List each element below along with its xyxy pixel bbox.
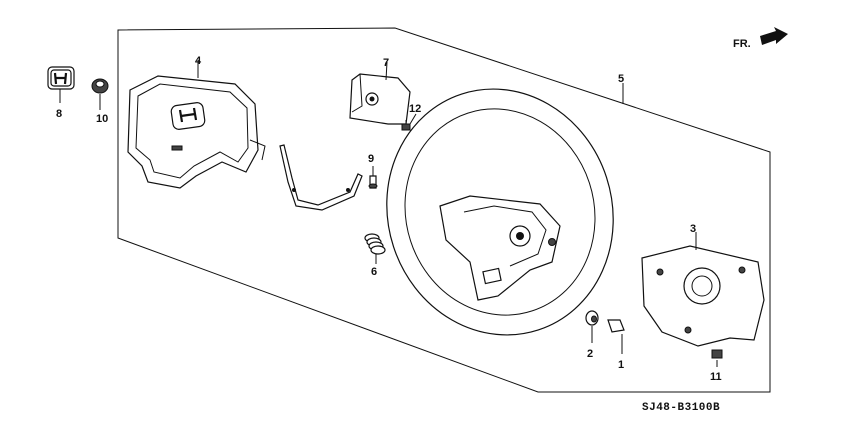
part-nut <box>91 78 109 94</box>
callout-9: 9 <box>368 153 374 165</box>
part-screw-1 <box>607 319 625 333</box>
callout-3: 3 <box>690 223 696 235</box>
part-steering-wheel <box>386 88 614 336</box>
part-module <box>349 73 411 125</box>
part-screw-12 <box>401 120 411 131</box>
assembly-boundary <box>117 27 771 393</box>
part-horn-pad <box>127 75 266 189</box>
callout-12: 12 <box>409 103 421 115</box>
callout-8: 8 <box>56 108 62 120</box>
part-cap <box>585 310 599 326</box>
callout-7: 7 <box>383 57 389 69</box>
part-emblem <box>47 66 75 90</box>
part-spring <box>364 233 386 255</box>
diagram-code: SJ48-B3100B <box>642 402 720 414</box>
front-direction-arrow: FR. <box>733 27 788 50</box>
part-bracket <box>279 144 363 211</box>
part-bolt-9 <box>368 175 378 189</box>
callout-10: 10 <box>96 113 108 125</box>
callout-4: 4 <box>195 55 202 67</box>
part-screw-11 <box>711 349 723 359</box>
callout-1: 1 <box>618 359 624 371</box>
arrow-icon <box>760 27 788 45</box>
front-direction-label: FR. <box>733 38 751 50</box>
part-rear-cover <box>641 245 765 347</box>
callout-5: 5 <box>618 73 624 85</box>
callout-11: 11 <box>710 371 722 383</box>
callout-2: 2 <box>587 348 593 360</box>
callout-6: 6 <box>371 266 377 278</box>
